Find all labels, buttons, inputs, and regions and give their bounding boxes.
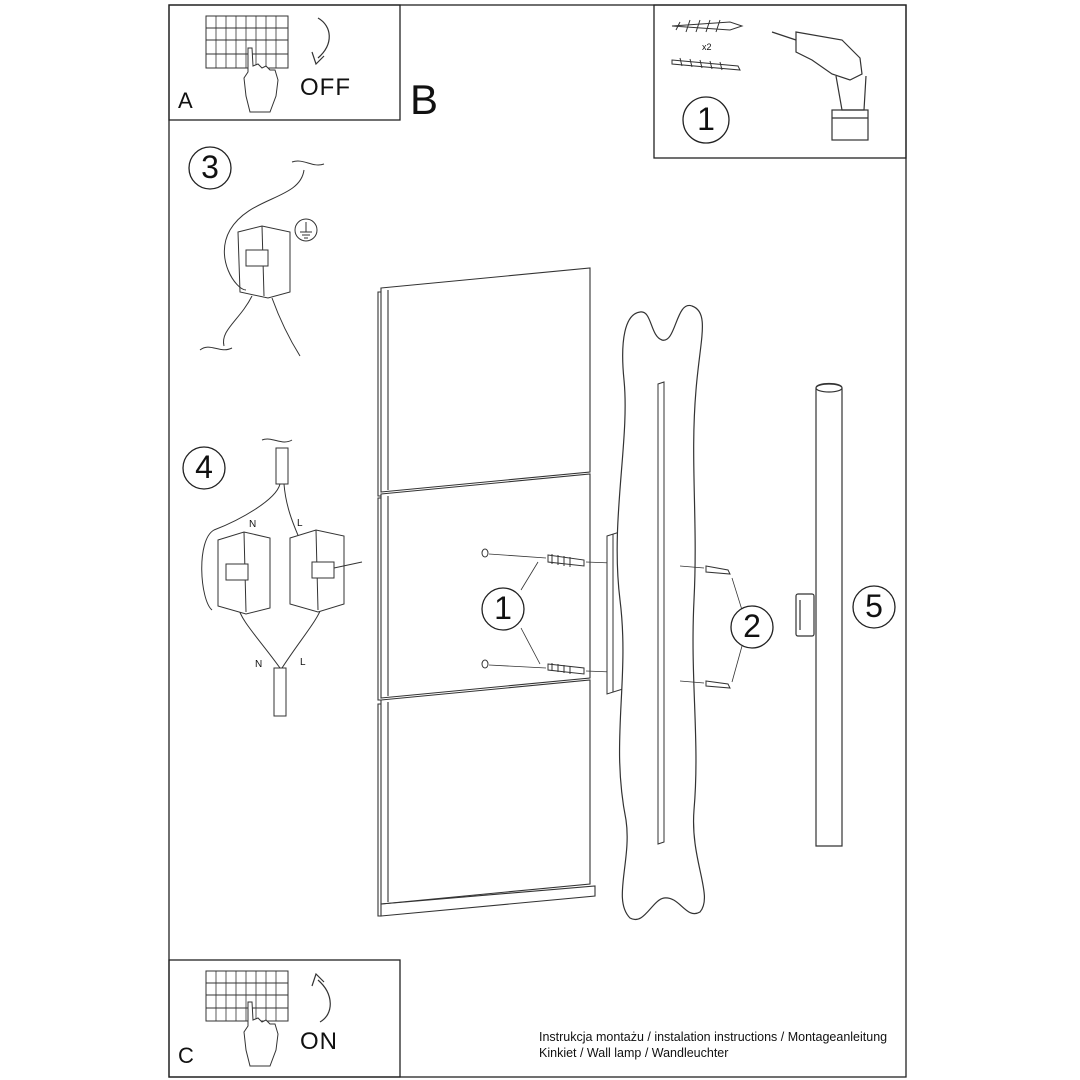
- ground-symbol-icon: [294, 218, 318, 242]
- callout-circle: [852, 585, 896, 629]
- wall-anchor-icon: [481, 548, 585, 675]
- anchor-quantity: x2: [702, 42, 712, 52]
- hand-icon: [243, 1001, 279, 1067]
- breaker-panel-icon: [205, 970, 289, 1022]
- lamp-body: [616, 305, 705, 921]
- tools-box: [653, 4, 907, 159]
- screw-icon: [705, 565, 731, 689]
- off-label: OFF: [300, 74, 351, 101]
- callout-circle: [188, 146, 232, 190]
- terminal-block-icon: [289, 529, 363, 613]
- drill-icon: [771, 31, 869, 141]
- wire-label-live-bottom: L: [300, 657, 306, 668]
- step-c-box: [168, 959, 401, 1078]
- wire-label-live-top: L: [297, 518, 303, 529]
- wall-anchor-icon: [671, 19, 744, 33]
- callout-circle: [730, 605, 774, 649]
- terminal-block-icon: [237, 225, 291, 299]
- callout-circle: [481, 587, 525, 631]
- outer-frame: [168, 4, 907, 1078]
- curved-arrow-icon: [311, 972, 331, 1023]
- phase-step-number: 4: [195, 449, 213, 485]
- breaker-panel-icon: [205, 15, 289, 69]
- tools-step-number: 1: [697, 101, 715, 137]
- wire-label-neutral-top: N: [249, 519, 257, 530]
- step-c-letter: C: [178, 1043, 194, 1068]
- curved-arrow-icon: [311, 17, 330, 66]
- wall-panel: [377, 679, 596, 917]
- wire-label-neutral-bottom: N: [255, 659, 263, 670]
- light-tube: [795, 382, 843, 847]
- wall-plugs-number: 1: [494, 590, 512, 626]
- wall-panel: [377, 473, 591, 701]
- hand-icon: [243, 47, 279, 113]
- step-a-letter: A: [178, 88, 193, 113]
- callout-circle: [182, 446, 226, 490]
- ground-step-number: 3: [201, 149, 219, 185]
- footer-product-line: Kinkiet / Wall lamp / Wandleuchter: [539, 1046, 729, 1060]
- callout-circle: [682, 96, 730, 144]
- tube-number: 5: [865, 588, 883, 624]
- wall-panel: [377, 267, 591, 497]
- footer-instructions-line: Instrukcja montażu / instalation instruc…: [539, 1030, 888, 1044]
- step-a-box: [168, 4, 401, 121]
- terminal-block-icon: [217, 531, 271, 615]
- on-label: ON: [300, 1028, 338, 1055]
- screw-icon: [671, 57, 741, 71]
- step-b-letter: B: [410, 76, 439, 123]
- screws-number: 2: [743, 608, 761, 644]
